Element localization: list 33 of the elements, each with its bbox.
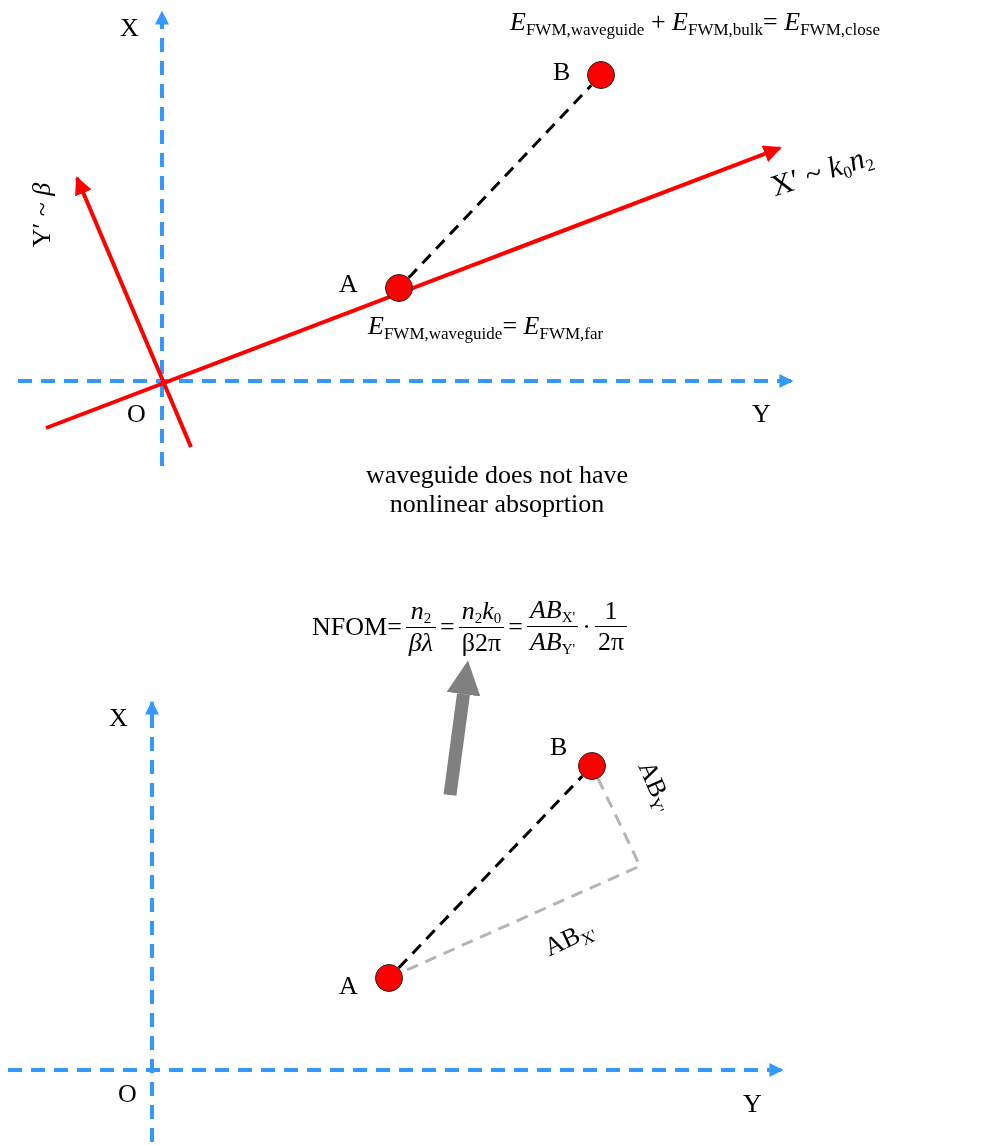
fraction-denominator: 2π (594, 626, 628, 658)
point-label: A (339, 270, 358, 299)
arrow (443, 660, 481, 796)
axis-label: Y (752, 400, 771, 429)
fraction-denominator: β2π (458, 626, 505, 658)
formula-text: = (440, 611, 455, 642)
dashed-line (407, 84, 593, 279)
formula-text: · (582, 611, 591, 642)
point-marker (578, 752, 606, 780)
equation-label: E$_{FWM,waveguide}$= E$_{FWM,far}$ (368, 312, 604, 344)
axis-label: O (118, 1080, 137, 1109)
axis-label: X (109, 704, 128, 733)
note-text: waveguide does not have nonlinear absoprtion (364, 461, 630, 519)
fraction-denominator: βλ (405, 626, 436, 658)
point-label: B (553, 58, 571, 87)
point-label: B (550, 733, 568, 762)
formula-text: = (508, 611, 523, 642)
axis-label: Y (743, 1090, 762, 1119)
point-marker (587, 61, 615, 89)
fraction-denominator: AB$_{Y'}$ (526, 626, 579, 659)
axis-label: Y′ ~ β (27, 182, 57, 248)
point-label: A (339, 972, 358, 1001)
formula-text: NFOM= (312, 611, 402, 642)
point-marker (375, 964, 403, 992)
axis-label: X (120, 14, 139, 43)
fraction-numerator: n$_{2}$ (409, 595, 433, 627)
fraction-numerator: 1 (603, 596, 619, 627)
axis-label: O (127, 400, 146, 429)
fraction-numerator: AB$_{X'}$ (527, 595, 577, 627)
point-marker (385, 274, 413, 302)
fraction-numerator: n$_{2}$k$_{0}$ (460, 595, 503, 627)
dashed-line (397, 775, 584, 969)
equation-label: E$_{FWM,waveguide}$ + E$_{FWM,bulk}$= E$_{FWM,close}$ (510, 8, 880, 40)
